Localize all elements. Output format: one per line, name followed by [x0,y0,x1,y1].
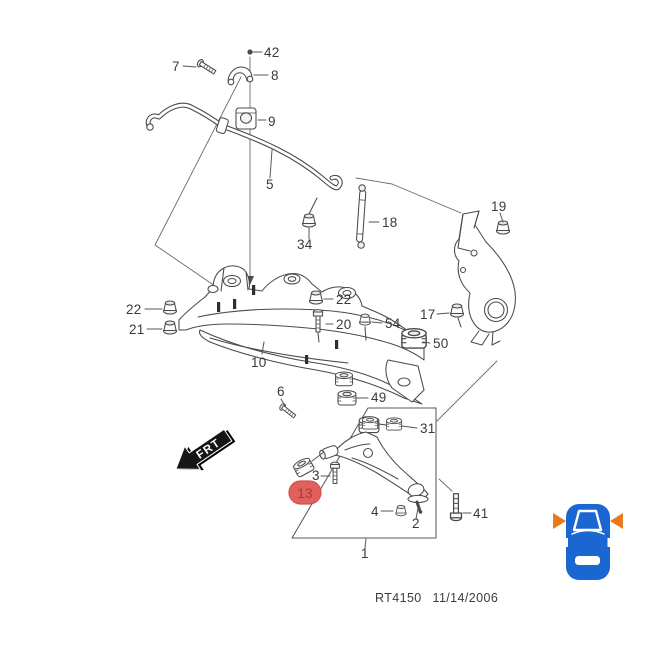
nut-34-link-line [308,197,318,215]
bushing-49 [337,390,357,406]
callout-49[interactable]: 49 [371,390,387,405]
callout-labels: 42 7 8 9 5 34 18 19 22 21 22 20 54 17 50… [126,45,507,561]
nut-22-left [162,300,178,315]
stabilizer-link-18 [356,184,367,249]
lower-control-arm [319,416,429,514]
callout-6[interactable]: 6 [277,384,285,399]
screw-7 [195,57,218,77]
bushing-50 [401,327,427,349]
construction-lines [154,56,498,492]
stabilizer-bracket-8 [227,66,254,86]
steering-knuckle [453,210,516,346]
vehicle-locator-icon [553,504,623,580]
footer-reference: RT4150 11/14/2006 [375,591,498,605]
nut-22-center [308,290,324,305]
callout-21[interactable]: 21 [129,322,145,337]
callout-20[interactable]: 20 [336,317,352,332]
callout-1[interactable]: 1 [361,546,369,561]
footer-date: 11/14/2006 [433,591,499,605]
callout-8[interactable]: 8 [271,68,279,83]
callout-13-highlighted[interactable]: 13 [297,486,313,501]
leader-lines [144,51,504,549]
callout-7[interactable]: 7 [172,59,180,74]
car-left-door-notch-icon [564,538,568,547]
bolt-41 [449,493,463,522]
nut-34 [301,213,317,228]
nut-17 [449,303,465,318]
callout-17[interactable]: 17 [420,307,436,322]
frt-direction-arrow: FRT [175,428,236,471]
subframe-crossmember [178,265,425,405]
car-rear-window-icon [575,556,600,565]
bolt-6 [278,402,298,420]
callout-54[interactable]: 54 [385,316,401,331]
left-marker-triangle-icon [553,513,566,529]
bushing-31-right [385,417,403,431]
bolt-20-link-line [317,332,320,343]
nut-54 [359,313,371,326]
callout-22-center[interactable]: 22 [336,292,352,307]
callout-5[interactable]: 5 [266,177,274,192]
callout-42[interactable]: 42 [264,45,280,60]
nut-21 [162,320,178,335]
bushing-31-left [361,416,379,430]
callout-50[interactable]: 50 [433,336,449,351]
stabilizer-bushing-9 [235,107,257,130]
bolt-3 [330,461,340,484]
nut-4 [395,504,407,517]
callout-22-left[interactable]: 22 [126,302,142,317]
callout-34[interactable]: 34 [297,237,313,252]
car-hood-line-icon [571,529,605,535]
callout-3[interactable]: 3 [312,468,320,483]
callout-31[interactable]: 31 [420,421,436,436]
bushing-49-upper [334,371,354,387]
callout-41[interactable]: 41 [473,506,489,521]
bushing-31-link-line [378,423,387,426]
subframe-studs [217,285,339,364]
callout-2[interactable]: 2 [412,516,420,531]
callout-9[interactable]: 9 [268,114,276,129]
stabilizer-bar [145,102,343,191]
nut-17-link-line [457,317,462,328]
callout-10[interactable]: 10 [251,355,267,370]
car-right-door-notch-icon [607,538,611,547]
callout-4[interactable]: 4 [371,504,379,519]
highlight-badge-background[interactable] [288,480,322,505]
nut-54-link-line [364,326,367,341]
callout-19[interactable]: 19 [491,199,507,214]
car-top-view-icon [566,504,610,580]
right-marker-triangle-icon [610,513,623,529]
nut-42 [247,49,253,55]
highlighted-part-badge[interactable] [288,480,322,505]
footer-code: RT4150 [375,591,422,605]
callout-18[interactable]: 18 [382,215,398,230]
nut-19 [495,220,511,235]
